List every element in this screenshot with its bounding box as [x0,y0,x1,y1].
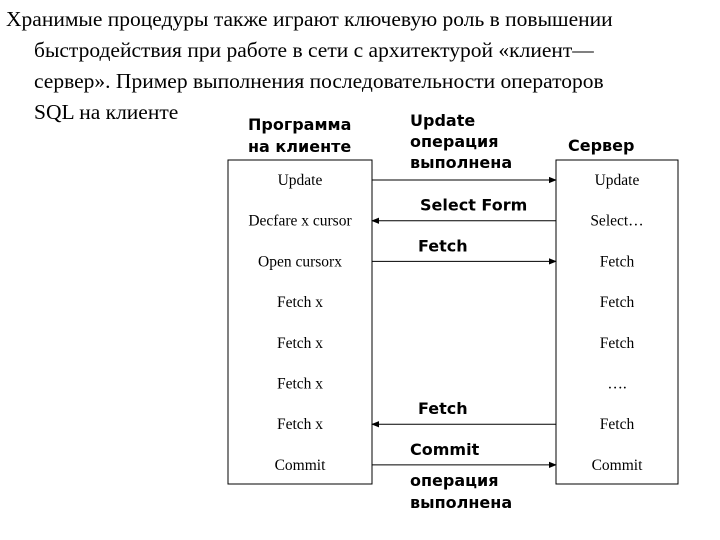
client-cell-8: Commit [275,457,327,474]
server-cell-1: Update [595,172,640,189]
arrow-1-label-line-2: операция [410,132,499,151]
client-header-line-2: на клиенте [248,137,351,156]
server-cell-2: Select… [590,213,643,230]
arrow-3-label-line-1: Fetch [418,236,468,255]
server-box [555,159,679,485]
arrow-4-label-line-1: Fetch [418,399,468,418]
server-cells: UpdateSelect…FetchFetchFetch….FetchCommi… [590,172,643,474]
client-cell-7: Fetch x [277,416,323,433]
server-cell-5: Fetch [600,335,635,352]
client-cell-3: Open cursorx [258,253,342,270]
client-cell-6: Fetch x [277,376,323,393]
server-header: Сервер [568,136,634,155]
server-cell-8: Commit [592,457,644,474]
client-box [227,159,373,485]
arrow-5-label-line-3: выполнена [410,493,512,512]
arrow-5-label-line-1: Commit [410,440,480,459]
client-header-line-1: Программа [248,115,351,134]
arrow-1-label-line-3: выполнена [410,153,512,172]
arrow-2-label-line-1: Select Form [420,196,527,215]
intro-line-2: быстродействия при работе в сети с архит… [34,38,594,62]
intro-line-3: сервер». Пример выполнения последователь… [34,69,604,93]
client-cell-5: Fetch x [277,335,323,352]
intro-line-4: SQL на клиенте [34,100,179,124]
server-cell-3: Fetch [600,253,635,270]
arrow-1-label-line-1: Update [410,111,475,130]
server-cell-6: …. [607,376,626,393]
server-cell-4: Fetch [600,294,635,311]
server-cell-7: Fetch [600,416,635,433]
client-cell-2: Decfare x cursor [248,213,352,230]
client-cell-1: Update [278,172,323,189]
client-cell-4: Fetch x [277,294,323,311]
intro-line-1: Хранимые процедуры также играют ключевую… [6,7,613,31]
intro-paragraph: Хранимые процедуры также играют ключевую… [6,4,714,128]
arrow-5-label-line-2: операция [410,471,499,490]
